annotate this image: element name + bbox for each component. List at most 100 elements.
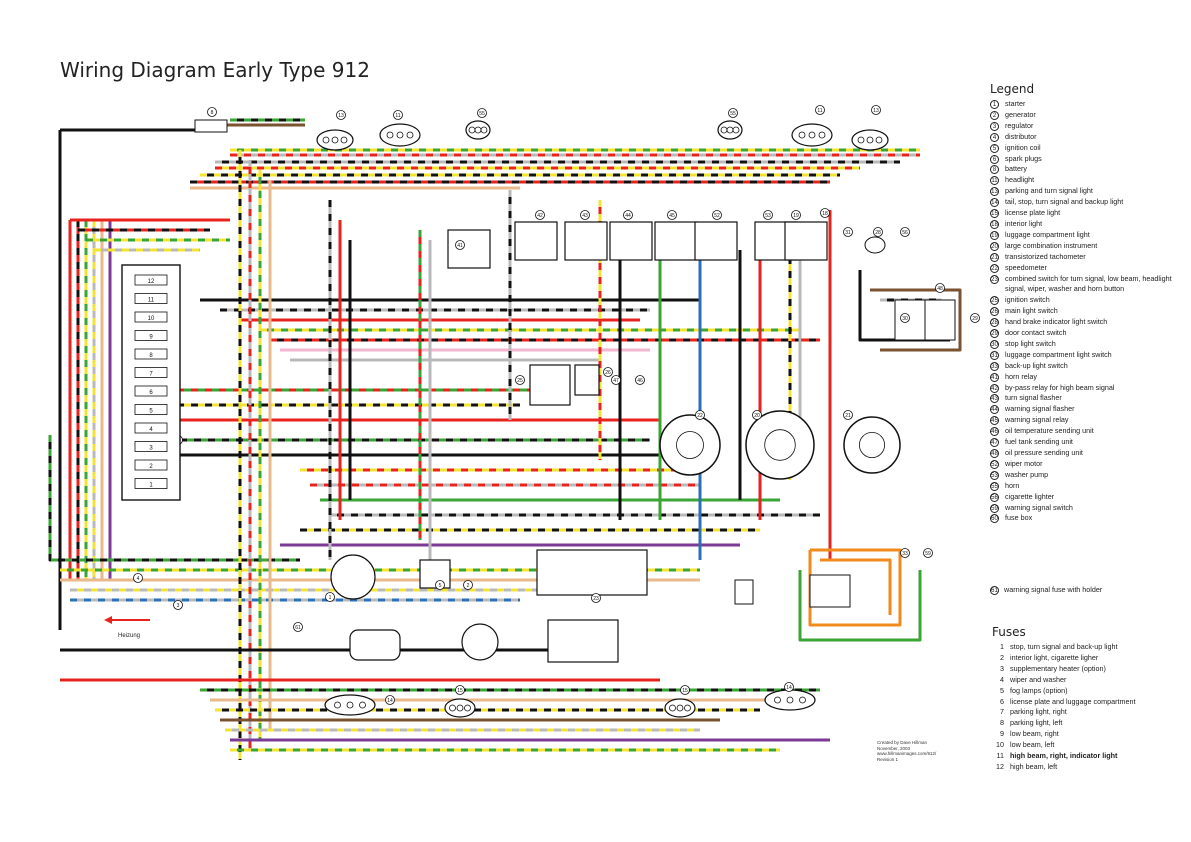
- fuse-slot: [134, 293, 168, 304]
- legend-item-number: 59: [990, 503, 999, 513]
- callout-stop_light: [900, 313, 910, 323]
- legend-item-number: 19: [990, 230, 999, 240]
- legend-item-number: 30: [990, 339, 999, 349]
- callout-number-ignition_switch: 25: [517, 378, 523, 384]
- legend-item-label: luggage compartment light switch: [1005, 349, 1112, 359]
- fuse-slot: [134, 348, 168, 360]
- callout-front_right_horn: [728, 108, 738, 118]
- callout-front_left_parking: [336, 110, 346, 120]
- door-switch-icon: [924, 299, 956, 341]
- rear-right-tail-light: [764, 689, 816, 711]
- combined-switch: [536, 549, 648, 596]
- fuse-holder-number: 61: [990, 586, 999, 595]
- callout-number-rear_left_plate: 15: [457, 688, 463, 694]
- legend-item-number: 18: [990, 219, 999, 229]
- fuse-item-number: 8: [1000, 718, 1004, 728]
- bulb-icon: [464, 704, 471, 712]
- fuse-item-number: 10: [996, 740, 1004, 750]
- bulb-icon: [480, 126, 488, 134]
- callout-number-front_left_headlight: 11: [395, 113, 400, 119]
- callout-distributor: [133, 573, 143, 583]
- legend-item-label: horn: [1005, 480, 1020, 490]
- legend-item-number: 13: [990, 187, 999, 197]
- legend-item-number: 42: [990, 383, 999, 393]
- legend-item-label: combined switch for turn signal, low bea…: [1005, 273, 1172, 294]
- callout-flasher_warn: [623, 210, 633, 220]
- legend-item-label: wiper motor: [1005, 458, 1043, 468]
- legend-item: 19 luggage compartment light: [990, 230, 1190, 241]
- fuse-slot: [134, 311, 168, 323]
- fuse-item-label: wiper and washer: [1010, 674, 1067, 684]
- rear-left-tail-light: [324, 694, 376, 716]
- legend-item-number: 1: [990, 100, 999, 109]
- callout-number-handbrake: 28: [875, 230, 881, 236]
- callout-luggage_switch: [843, 227, 853, 237]
- gauge-icon: [745, 410, 815, 480]
- legend-item-number: 33: [990, 361, 999, 371]
- callouts: 8131155551113606141424344455253222021252…: [133, 105, 980, 705]
- legend-item-number: 20: [990, 241, 999, 251]
- legend-item-number: 43: [990, 394, 999, 404]
- callout-luggage_light: [791, 210, 801, 220]
- callout-number-combined_switch: 23: [593, 596, 599, 602]
- callout-number-front_left_parking: 13: [338, 113, 344, 119]
- callout-regulator: [173, 600, 183, 610]
- callout-relay_bypass: [535, 210, 545, 220]
- fuse-slot: [134, 404, 168, 415]
- fuse-item-number: 6: [1000, 696, 1004, 706]
- bulb-icon: [676, 704, 684, 712]
- fuse-slot-label: 11: [148, 298, 155, 304]
- legend-item-label: main light switch: [1005, 306, 1058, 316]
- legend-item-label: luggage compartment light: [1005, 229, 1090, 239]
- callout-number-rear_right_plate: 15: [682, 688, 688, 694]
- legend-item-number: 52: [990, 459, 999, 469]
- callout-oil_press: [935, 283, 945, 293]
- legend-item-number: 11: [990, 176, 999, 186]
- callout-number-coil: 5: [439, 583, 442, 589]
- relay-box: [514, 221, 558, 261]
- rear-left-plate-light: [444, 698, 476, 718]
- legend-item-label: hand brake indicator light switch: [1005, 317, 1108, 327]
- callout-front_right_headlight: [815, 105, 825, 115]
- callout-flasher_turn: [580, 210, 590, 220]
- fuse-item-number: 1: [1000, 642, 1004, 651]
- fuse-holder-label: warning signal fuse with holder: [1004, 585, 1103, 594]
- callout-main_light: [603, 367, 613, 377]
- bulb-icon: [331, 136, 339, 144]
- gauge-inner: [764, 429, 796, 461]
- fuse-slot: [134, 478, 168, 489]
- fuse-item-number: 3: [1000, 663, 1004, 673]
- gauge-inner: [676, 431, 704, 459]
- callout-front_right_parking: [871, 105, 881, 115]
- callout-number-oil_press: 48: [937, 286, 943, 292]
- wires: [48, 118, 962, 760]
- wire-black-green: [48, 435, 300, 562]
- legend-item-label: oil temperature sending unit: [1005, 426, 1094, 436]
- callout-interior_light: [820, 208, 830, 218]
- legend-item-label: stop light switch: [1005, 338, 1056, 348]
- legend-item-label: washer pump: [1005, 469, 1049, 479]
- legend-item-number: 15: [990, 209, 999, 219]
- fuse-slot: [134, 330, 168, 341]
- fuse-item-label: parking light, right: [1010, 707, 1067, 717]
- bulb-icon: [684, 704, 691, 712]
- generator-icon: [461, 623, 499, 661]
- callout-number-relay_horn: 41: [457, 243, 463, 249]
- handbrake-switch-icon: [894, 299, 926, 341]
- callout-rear_right_tail: [784, 682, 794, 692]
